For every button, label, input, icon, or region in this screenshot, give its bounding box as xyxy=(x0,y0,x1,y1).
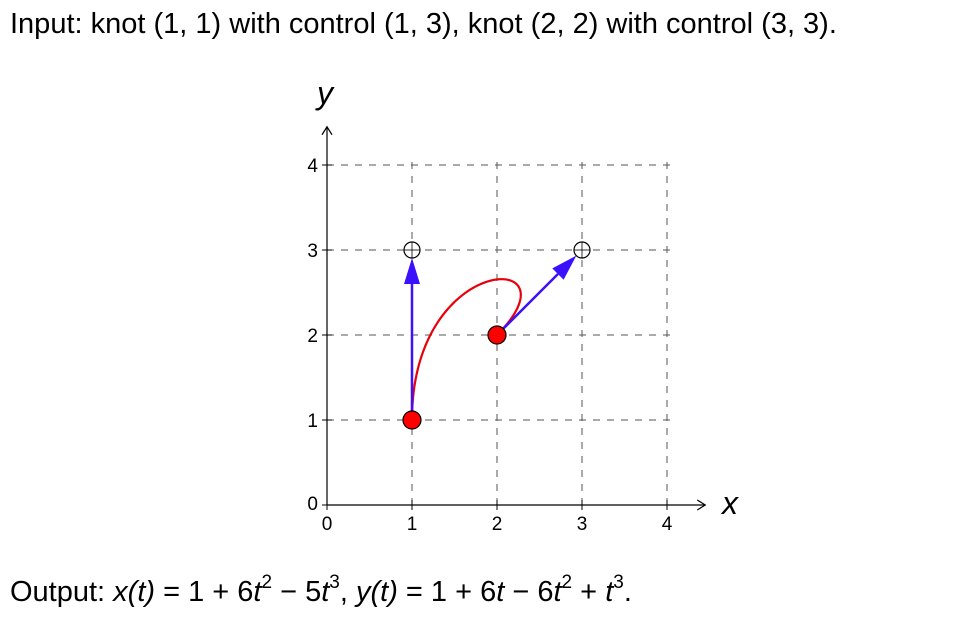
control-arrow-shaft xyxy=(496,273,559,336)
output-exponent: 3 xyxy=(613,572,624,594)
input-prefix: Input: knot xyxy=(10,8,154,40)
control1-coords: (1, 3) xyxy=(383,8,452,40)
input-text: with control xyxy=(221,8,384,40)
control-arrow-head xyxy=(404,258,420,284)
axes xyxy=(321,125,707,511)
output-prefix: Output: xyxy=(10,576,114,608)
x-axis-label: x xyxy=(720,485,739,521)
knot2-coords: (2, 2) xyxy=(530,8,599,40)
control-arrow-head xyxy=(552,255,577,280)
x-axis-arrowhead xyxy=(696,499,707,511)
tick-labels: 0 1 2 3 4 0 1 2 3 4 xyxy=(307,156,672,535)
output-math: + xyxy=(572,576,606,608)
x-tick-label: 3 xyxy=(577,514,588,535)
x-tick-label: 2 xyxy=(492,514,503,535)
output-math: t xyxy=(605,576,614,608)
knot-point xyxy=(487,325,507,345)
output-math: = 1 + 6 xyxy=(155,576,254,608)
output-exponent: 2 xyxy=(561,572,573,594)
output-math: (t) xyxy=(127,576,156,608)
y-tick-label: 0 xyxy=(307,494,318,515)
y-axis-label: y xyxy=(315,75,335,111)
output-exponent: 2 xyxy=(261,572,273,594)
bezier-curve xyxy=(410,278,522,421)
y-tick-label: 2 xyxy=(307,326,318,347)
x-tick-label: 4 xyxy=(662,514,673,535)
y-tick-label: 3 xyxy=(307,241,318,262)
output-math: t xyxy=(553,576,562,608)
x-tick-label: 0 xyxy=(322,514,333,535)
input-text: , knot xyxy=(451,8,531,40)
control2-coords: (3, 3) xyxy=(761,8,829,40)
input-statement: Input: knot (1, 1) with control (1, 3), … xyxy=(10,8,837,41)
output-math: t xyxy=(496,576,505,608)
knot-point xyxy=(402,410,422,430)
output-exponent: 3 xyxy=(329,572,340,594)
output-math: y xyxy=(356,576,371,608)
y-tick-label: 1 xyxy=(307,411,318,432)
x-tick-label: 1 xyxy=(407,514,418,535)
output-math: − 5 xyxy=(272,576,322,608)
output-math: = 1 + 6 xyxy=(397,576,497,608)
input-text: with control xyxy=(598,8,762,40)
output-statement: Output: x(t) = 1 + 6t2 − 5t3, y(t) = 1 +… xyxy=(10,573,632,609)
points xyxy=(402,241,591,430)
output-math: x xyxy=(113,576,128,608)
y-axis-arrowhead xyxy=(321,125,333,136)
output-math: t xyxy=(253,576,262,608)
y-tick-label: 4 xyxy=(307,156,318,177)
input-text: . xyxy=(828,8,837,40)
output-math: t xyxy=(321,576,330,608)
knot1-coords: (1, 1) xyxy=(153,8,222,40)
output-math: , xyxy=(339,576,356,608)
output-math: (t) xyxy=(370,576,398,608)
output-math: . xyxy=(623,576,632,608)
control-arrows xyxy=(404,255,577,420)
output-math: − 6 xyxy=(504,576,554,608)
